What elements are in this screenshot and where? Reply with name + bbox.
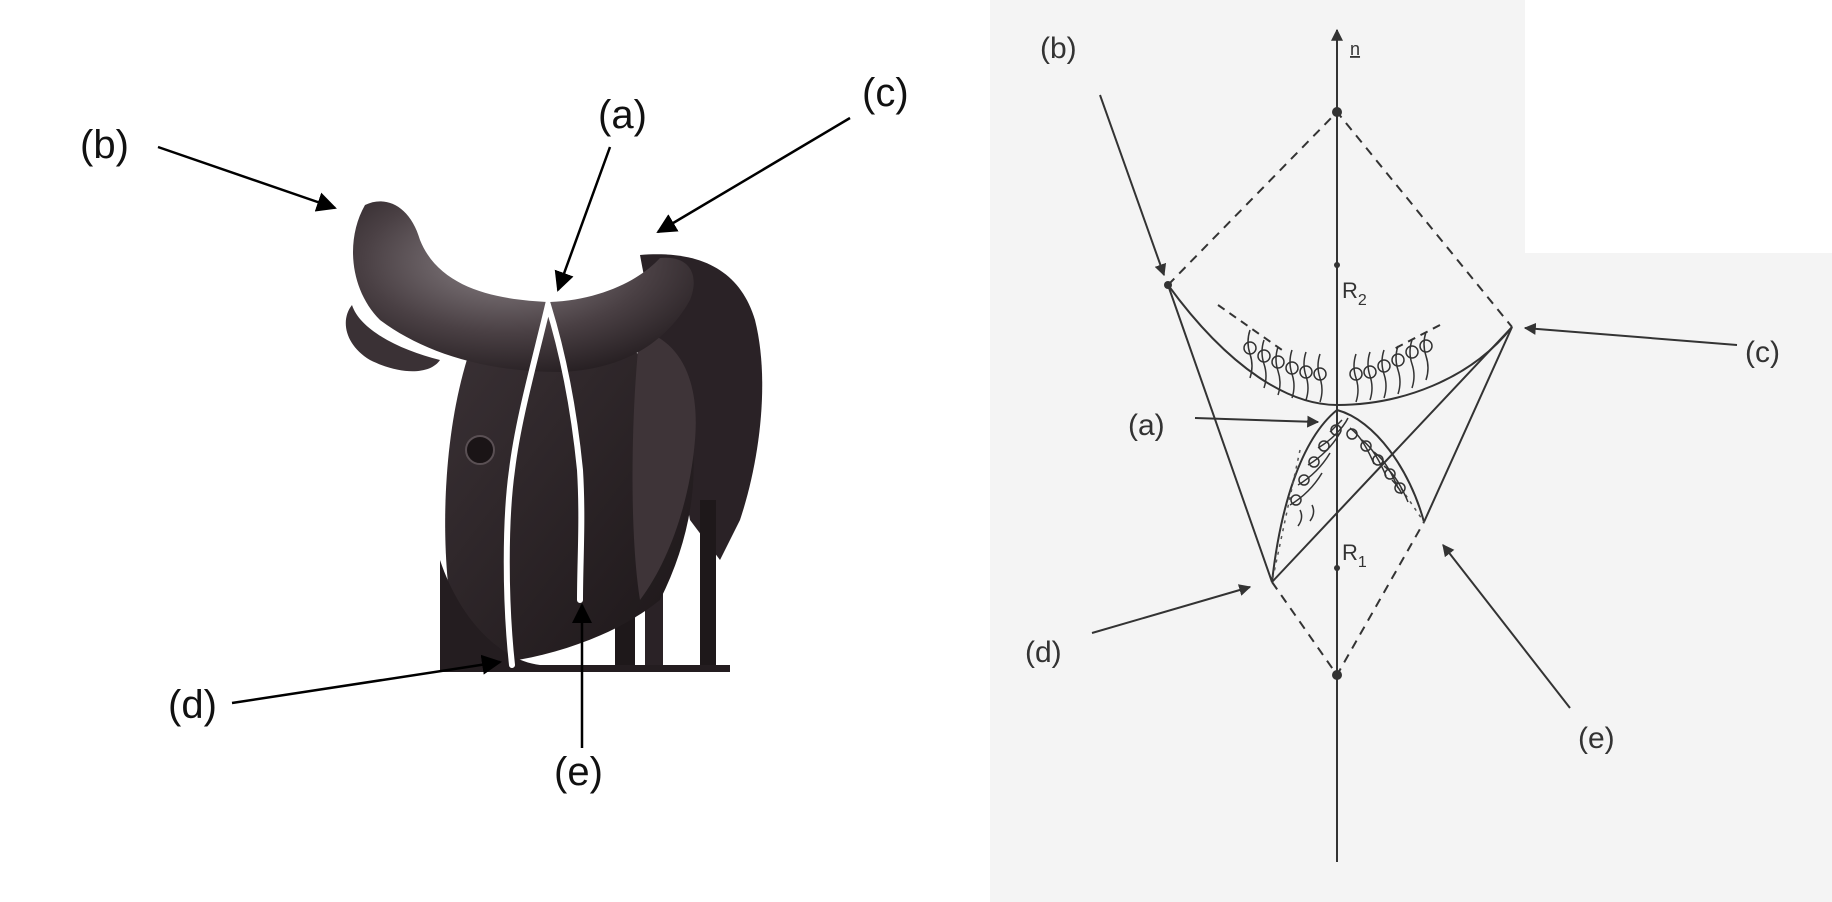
left-label-b: (b) (80, 123, 129, 167)
axis-label-n: n (1350, 39, 1360, 59)
left-label-a: (a) (598, 93, 647, 137)
arrow-c-left (656, 116, 851, 234)
arrow-d-left (231, 654, 502, 705)
right-label-b: (b) (1040, 32, 1077, 65)
saddle-seat (353, 201, 694, 372)
arrow-a-left (554, 146, 612, 292)
right-label-c: (c) (1745, 336, 1780, 369)
right-label-e: (e) (1578, 722, 1615, 755)
label-r1: R1 (1342, 540, 1367, 571)
point-r1 (1334, 565, 1340, 571)
right-label-d: (d) (1025, 636, 1062, 669)
left-label-e: (e) (554, 750, 603, 794)
left-label-d: (d) (168, 683, 217, 727)
upper-curve (1167, 284, 1513, 407)
knee-roll (632, 330, 696, 600)
upper-dash-right (1391, 324, 1441, 351)
diagram-panel-background (990, 0, 1832, 902)
flap-button (465, 435, 495, 465)
geometry-diagram: (b) (c) (a) (d) (e) n R2 R1 (1025, 28, 1780, 862)
r2-sub: 2 (1358, 292, 1367, 309)
arrow-c-right (1523, 322, 1738, 346)
arrow-d-right (1091, 584, 1252, 634)
arrow-a-right (1194, 415, 1320, 428)
lower-dotted-left (1271, 449, 1301, 583)
left-labels: (b) (a) (c) (d) (e) (80, 71, 909, 794)
lower-chain-molecules (1289, 417, 1409, 527)
left-label-c: (c) (862, 71, 909, 115)
r1-sub: 1 (1358, 554, 1367, 571)
flap-bottom (440, 560, 730, 672)
point-bottom (1332, 670, 1342, 680)
upper-chain-molecules (1243, 329, 1433, 403)
lower-dotted-right (1391, 474, 1425, 523)
point-top (1332, 107, 1342, 117)
lower-curve (1271, 408, 1425, 583)
label-r2: R2 (1342, 278, 1367, 309)
right-label-a: (a) (1128, 409, 1165, 442)
line-c-to-e (1423, 326, 1513, 523)
saddle-cantle (345, 305, 440, 372)
r2-main: R (1342, 278, 1358, 303)
r1-main: R (1342, 540, 1358, 565)
stirrup-leather-3 (700, 500, 716, 670)
arrow-b-left (157, 145, 337, 212)
saddle-illustration (345, 201, 763, 672)
point-r2 (1334, 262, 1340, 268)
arrow-b-right (1099, 94, 1167, 277)
saddle-rear-panel (640, 254, 763, 560)
arrow-e-right (1442, 544, 1571, 709)
line-b-to-d (1167, 284, 1273, 583)
left-arrows (157, 116, 851, 748)
saddle-white-outline (503, 293, 585, 668)
